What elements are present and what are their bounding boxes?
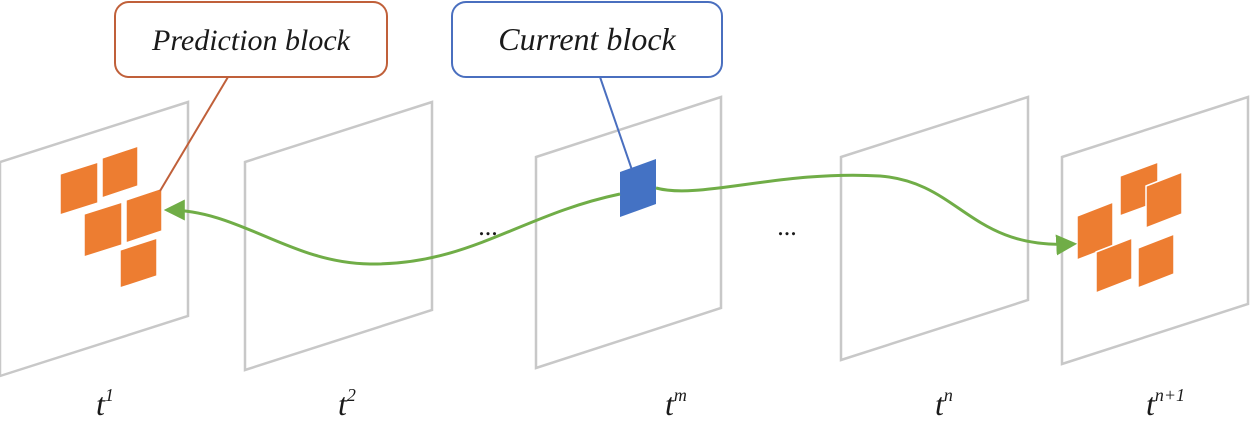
frame-tm: [534, 95, 723, 370]
backward-motion-arrow: [163, 192, 621, 266]
frame-t2: [243, 100, 434, 372]
current-callout-line: [599, 76, 633, 171]
orange-block: [59, 160, 99, 217]
frame-label-t2: t2: [338, 385, 356, 422]
frame-label-tn1: tn+1: [1146, 385, 1185, 422]
current-block: [620, 159, 656, 217]
current-block-callout: Current block: [451, 1, 723, 78]
orange-block: [125, 186, 163, 245]
prediction-block-callout: Prediction block: [114, 1, 388, 78]
frame-label-tm: tm: [665, 385, 687, 422]
orange-block: [119, 236, 158, 290]
ellipsis-left: ...: [478, 212, 498, 241]
prediction-block-label: Prediction block: [151, 24, 351, 57]
frame-tn: [839, 95, 1030, 362]
prediction-callout-line: [159, 76, 229, 192]
orange-block: [101, 144, 139, 200]
frame-label-t1: t1: [96, 385, 114, 422]
frame-tn1: [1060, 95, 1250, 366]
frame-label-tn: tn: [935, 385, 953, 422]
current-block-label: Current block: [498, 21, 676, 57]
orange-block: [1137, 232, 1175, 290]
forward-motion-arrow: [655, 173, 1078, 256]
ellipsis-right: ...: [777, 212, 797, 241]
orange-block: [1095, 236, 1133, 295]
orange-block: [83, 200, 123, 259]
prediction-blocks-t1: [59, 144, 163, 290]
blocks-tn1: [1076, 160, 1183, 295]
orange-block: [1145, 170, 1183, 230]
